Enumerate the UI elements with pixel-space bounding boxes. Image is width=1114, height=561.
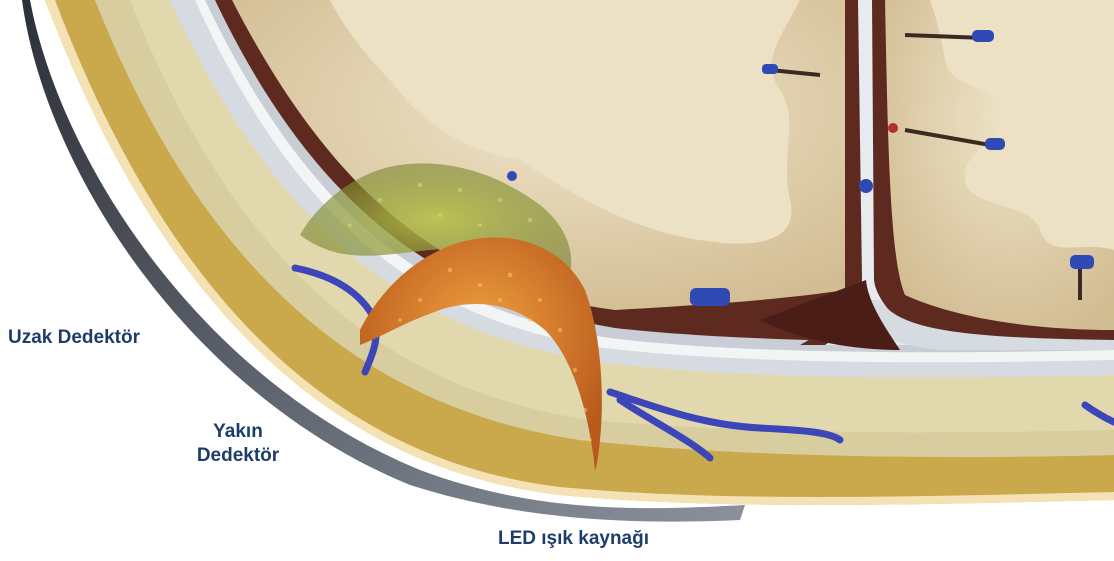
near-detector-label-line1: Yakın xyxy=(180,420,296,444)
led-light-source-label: LED ışık kaynağı xyxy=(498,527,649,551)
near-detector-label: Yakın Dedektör xyxy=(180,420,296,468)
near-detector-label-line2: Dedektör xyxy=(180,444,296,468)
far-detector-label: Uzak Dedektör xyxy=(8,326,140,350)
